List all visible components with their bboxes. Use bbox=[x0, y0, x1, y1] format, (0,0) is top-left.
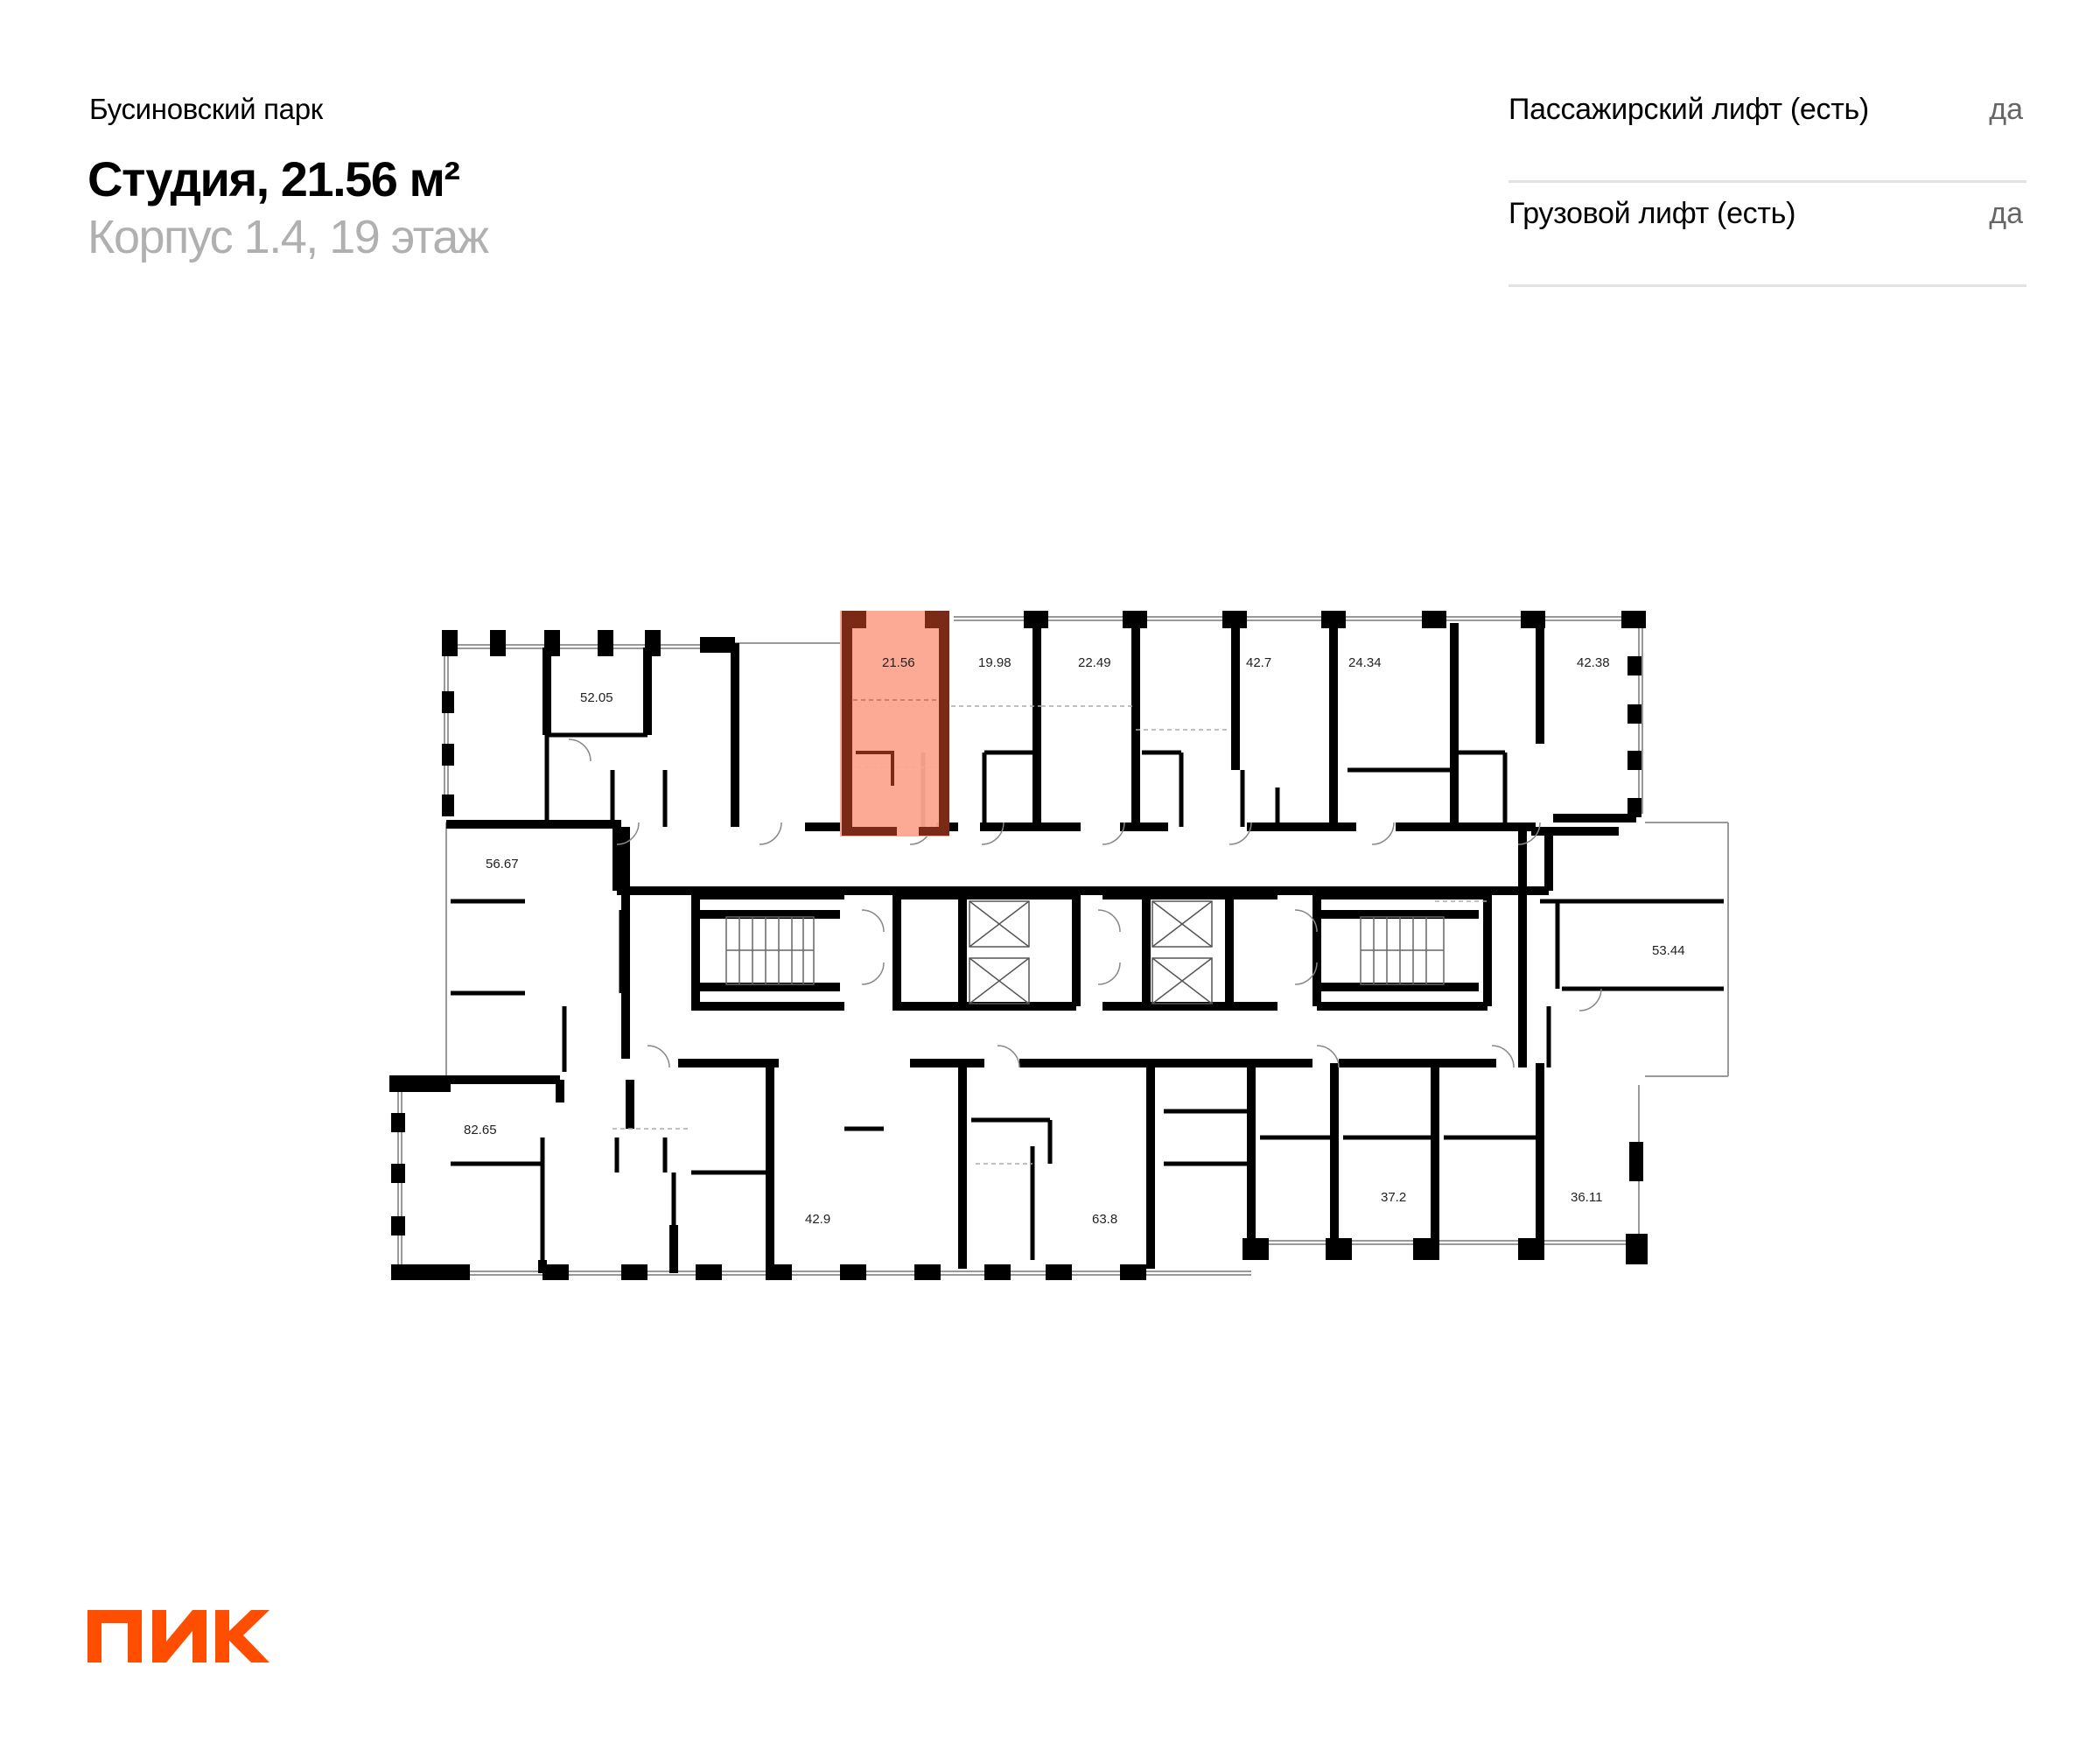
unit-labels: 52.05 19.98 22.49 42.7 24.34 42.38 56.67… bbox=[464, 655, 1685, 1227]
pik-logo bbox=[88, 1610, 270, 1662]
unit-area[interactable]: 53.44 bbox=[1652, 943, 1685, 958]
property-freight-lift: Грузовой лифт (есть) да bbox=[1508, 183, 2026, 287]
property-value: да bbox=[1989, 93, 2023, 126]
properties-list: Пассажирский лифт (есть) да Грузовой лиф… bbox=[1508, 79, 2026, 287]
project-name: Бусиновский парк bbox=[89, 93, 323, 125]
unit-area[interactable]: 56.67 bbox=[486, 857, 519, 872]
unit-area[interactable]: 19.98 bbox=[978, 655, 1012, 670]
unit-area-selected: 21.56 bbox=[882, 655, 915, 670]
property-passenger-lift: Пассажирский лифт (есть) да bbox=[1508, 79, 2026, 183]
selected-unit-highlight[interactable]: 21.56 bbox=[840, 611, 949, 836]
unit-area[interactable]: 42.38 bbox=[1577, 655, 1610, 670]
unit-area[interactable]: 36.11 bbox=[1571, 1190, 1602, 1205]
unit-area[interactable]: 82.65 bbox=[464, 1123, 497, 1138]
unit-area[interactable]: 42.9 bbox=[805, 1212, 830, 1227]
apartment-title: Студия, 21.56 м² bbox=[88, 151, 460, 206]
unit-area[interactable]: 22.49 bbox=[1078, 655, 1111, 670]
unit-area[interactable]: 42.7 bbox=[1246, 655, 1271, 670]
property-label: Грузовой лифт (есть) bbox=[1508, 197, 1796, 230]
unit-area[interactable]: 37.2 bbox=[1381, 1190, 1406, 1205]
unit-area[interactable]: 52.05 bbox=[580, 690, 613, 705]
building-floor: Корпус 1.4, 19 этаж bbox=[88, 211, 489, 263]
unit-area[interactable]: 24.34 bbox=[1348, 655, 1382, 670]
property-label: Пассажирский лифт (есть) bbox=[1508, 93, 1869, 126]
unit-area[interactable]: 63.8 bbox=[1092, 1212, 1117, 1227]
elevator-shafts bbox=[969, 900, 1213, 1004]
property-value: да bbox=[1989, 197, 2023, 230]
